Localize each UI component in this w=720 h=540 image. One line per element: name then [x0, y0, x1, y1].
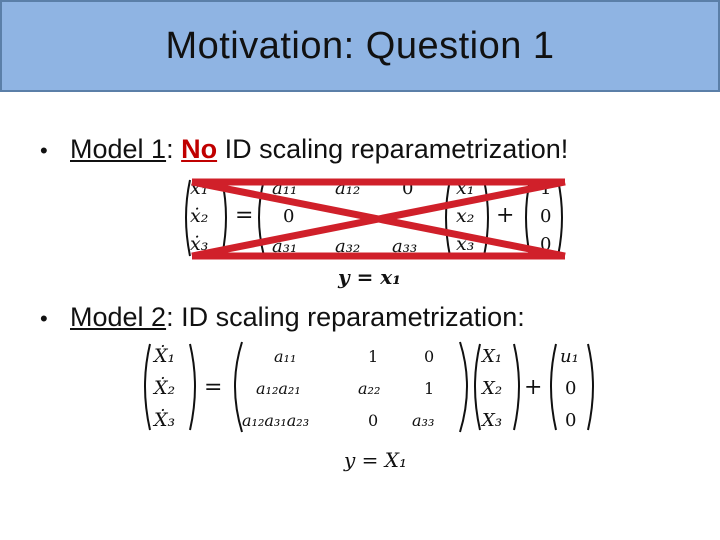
eq1-lhs: ẋ₁ ẋ₂ ẋ₃ [190, 177, 208, 255]
eq1-lhs-left-paren [185, 179, 191, 257]
slide-title: Motivation: Question 1 [165, 24, 555, 67]
eq1-plus: + [496, 203, 514, 228]
eq2-state: X₁ X₂ X₃ [480, 346, 502, 431]
cross-diagonal-2 [191, 178, 566, 260]
eq1-m13: 0 [402, 178, 413, 199]
title-bar: Motivation: Question 1 [0, 0, 720, 92]
eq1-input-right-paren [557, 179, 563, 257]
eq2-m33: a₃₃ [412, 411, 434, 430]
no-emphasis: No [181, 134, 218, 164]
cross-out-mark [191, 178, 566, 260]
bullet-dot: • [40, 306, 48, 331]
eq2-lhs: Ẋ₁ Ẋ₂ Ẋ₃ [152, 344, 175, 431]
eq2-lhs-3: Ẋ₃ [152, 408, 175, 431]
eq1-m32: a₃₂ [335, 236, 360, 257]
eq2-u1: u₁ [560, 346, 579, 367]
eq2-X3: X₃ [480, 410, 502, 431]
eq1-m21: 0 [283, 206, 294, 227]
eq1-state: x₁ x₂ x₃ [456, 177, 474, 255]
eq1-state-left-paren [445, 179, 451, 257]
equation-model-1: ẋ₁ ẋ₂ ẋ₃ = a₁₁ a₁₂ 0 0 a₃₁ a₃₂ a₃₃ x₁ x₂… [185, 177, 566, 260]
eq1-matrix-left-paren [258, 179, 265, 257]
eq2-m21: a₁₂a₂₁ [256, 379, 301, 398]
eq2-X2: X₂ [480, 378, 502, 399]
bullet-dot: • [40, 138, 48, 163]
output-equation-2: y = X₁ [344, 448, 408, 472]
eq2-matrix: a₁₁ 1 0 a₁₂a₂₁ a₂₂ 1 a₁₂a₃₁a₂₃ 0 a₃₃ [242, 347, 434, 430]
eq2-input: u₁ 0 0 [560, 346, 579, 431]
eq2-state-right-paren [513, 343, 520, 431]
eq2-m22: a₂₂ [358, 379, 380, 398]
eq2-matrix-left-paren [234, 341, 243, 433]
eq2-input-left-paren [550, 343, 557, 431]
eq2-X1: X₁ [480, 346, 502, 367]
eq2-lhs-left-paren [144, 343, 151, 431]
equation-model-2: Ẋ₁ Ẋ₂ Ẋ₃ = a₁₁ 1 0 a₁₂a₂₁ a₂₂ 1 a₁₂a₃₁a₂… [144, 341, 594, 433]
bullet-model-2: • Model 2: ID scaling reparametrization: [40, 302, 525, 333]
eq2-equals: = [204, 375, 222, 400]
eq1-x2: x₂ [456, 205, 474, 227]
eq2-u2: 0 [565, 378, 576, 399]
eq2-m31: a₁₂a₃₁a₂₃ [242, 411, 309, 430]
eq2-m13: 0 [424, 347, 434, 366]
eq2-lhs-2: Ẋ₂ [152, 376, 175, 399]
bullet-model-1: • Model 1: No ID scaling reparametrizati… [40, 134, 568, 165]
eq2-plus: + [524, 375, 542, 400]
model-2-text: : ID scaling reparametrization: [166, 302, 525, 332]
eq2-m11: a₁₁ [274, 347, 296, 366]
eq2-state-left-paren [474, 343, 481, 431]
eq2-u3: 0 [565, 410, 576, 431]
eq1-lhs-2: ẋ₂ [190, 205, 208, 227]
eq1-u2: 0 [540, 206, 551, 227]
eq2-m12: 1 [368, 347, 378, 366]
model-1-text: ID scaling reparametrization! [224, 134, 569, 164]
eq2-lhs-1: Ẋ₁ [152, 344, 175, 367]
model-1-label: Model 1 [70, 134, 167, 164]
eq2-lhs-right-paren [189, 343, 196, 431]
eq1-state-right-paren [483, 179, 489, 257]
eq1-m33: a₃₃ [392, 236, 417, 257]
output-equation-1: y = x₁ [338, 265, 401, 289]
eq1-u3: 0 [540, 234, 551, 255]
eq1-lhs-3: ẋ₃ [190, 233, 208, 255]
eq2-input-right-paren [587, 343, 594, 431]
eq2-m23: 1 [424, 379, 434, 398]
model-2-label: Model 2 [70, 302, 167, 332]
model-1-colon: : [166, 134, 174, 164]
eq1-equals: = [235, 203, 253, 228]
eq2-matrix-right-paren [459, 341, 468, 433]
eq2-m32: 0 [368, 411, 378, 430]
